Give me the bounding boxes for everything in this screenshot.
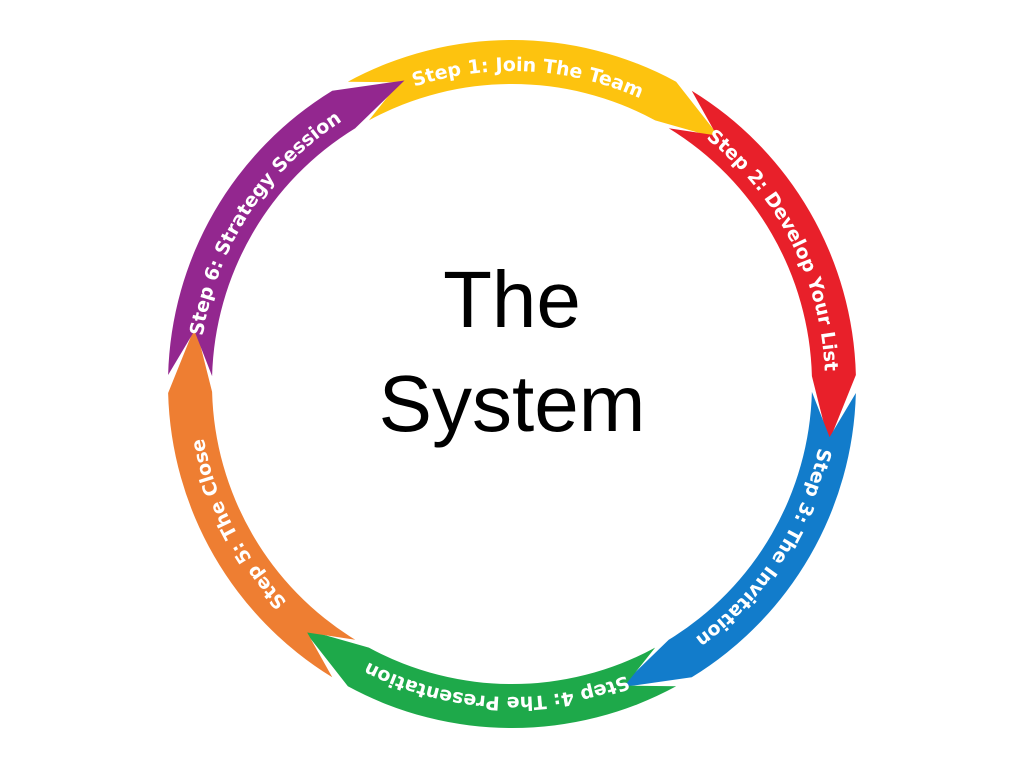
step-5-arrow <box>168 325 356 678</box>
center-title: The System <box>312 248 712 456</box>
step-1-segment: Step 1: Join The Team <box>347 40 722 140</box>
step-6-arrow <box>168 80 405 377</box>
step-4-arrow <box>302 628 677 728</box>
step-1-arrow <box>347 40 722 140</box>
step-4-segment: Step 4: The Presentation <box>302 628 677 728</box>
step-3-arrow <box>619 391 856 688</box>
center-title-line-2: System <box>378 359 646 448</box>
center-title-line-1: The <box>443 255 581 344</box>
step-2-arrow <box>668 90 856 443</box>
